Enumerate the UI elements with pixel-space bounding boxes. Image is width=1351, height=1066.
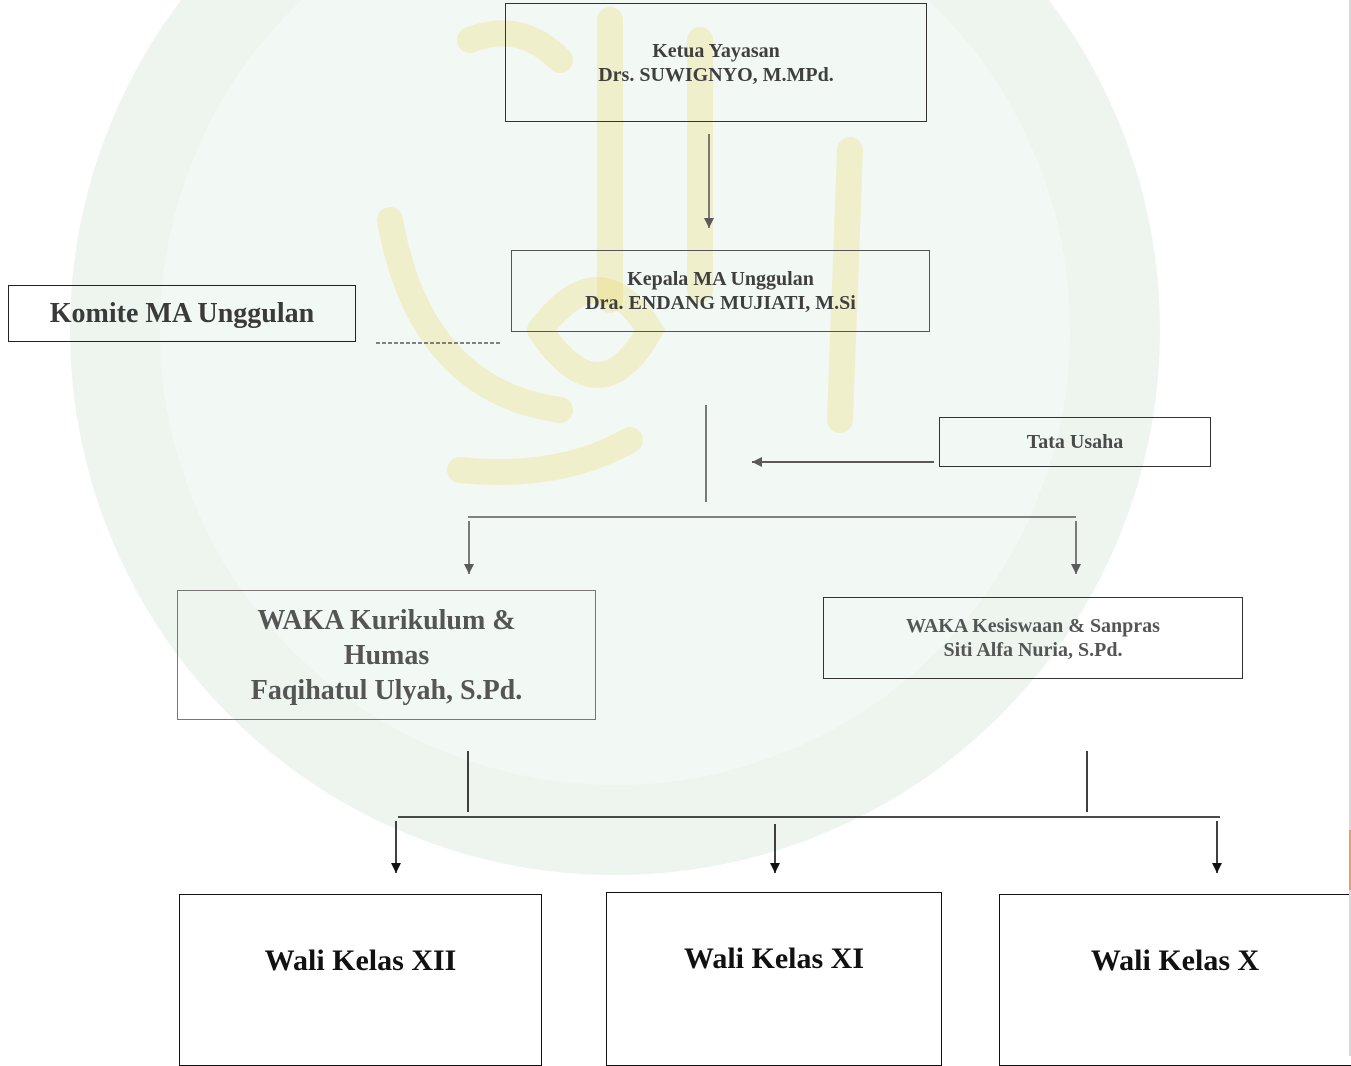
node-title: Kepala MA Unggulan [627, 268, 814, 290]
node-waka-kesiswaan: WAKA Kesiswaan & Sanpras Siti Alfa Nuria… [823, 597, 1243, 679]
node-tata-usaha: Tata Usaha [939, 417, 1211, 467]
node-title: Wali Kelas XII [264, 944, 457, 977]
node-kepala-ma: Kepala MA Unggulan Dra. ENDANG MUJIATI, … [511, 250, 930, 332]
node-title: WAKA Kesiswaan & Sanpras [906, 615, 1160, 637]
node-ketua-yayasan: Ketua Yayasan Drs. SUWIGNYO, M.MPd. [505, 3, 927, 122]
seal-calligraphy [377, 7, 863, 485]
node-person-name: Dra. ENDANG MUJIATI, M.Si [585, 292, 856, 314]
node-person-name: Siti Alfa Nuria, S.Pd. [943, 639, 1123, 661]
seal-fill [160, 0, 1070, 785]
node-title: Tata Usaha [1026, 431, 1124, 453]
node-komite: Komite MA Unggulan [8, 285, 356, 342]
node-wali-kelas-x: Wali Kelas X [999, 894, 1351, 1066]
node-title: Wali Kelas X [1090, 944, 1260, 977]
node-title-line1: WAKA Kurikulum & [257, 604, 516, 636]
node-title: Komite MA Unggulan [49, 297, 315, 329]
node-person-name: Drs. SUWIGNYO, M.MPd. [598, 63, 834, 86]
node-wali-kelas-xi: Wali Kelas XI [606, 892, 942, 1066]
node-waka-kurikulum: WAKA Kurikulum & Humas Faqihatul Ulyah, … [177, 590, 596, 720]
node-person-name: Faqihatul Ulyah, S.Pd. [250, 674, 523, 706]
page-edge-strip [1349, 0, 1351, 1056]
node-title: Ketua Yayasan [652, 39, 780, 62]
seal-ring [70, 0, 1160, 875]
node-title-line2: Humas [343, 639, 430, 671]
node-wali-kelas-xii: Wali Kelas XII [179, 894, 542, 1066]
node-title: Wali Kelas XI [683, 942, 864, 975]
